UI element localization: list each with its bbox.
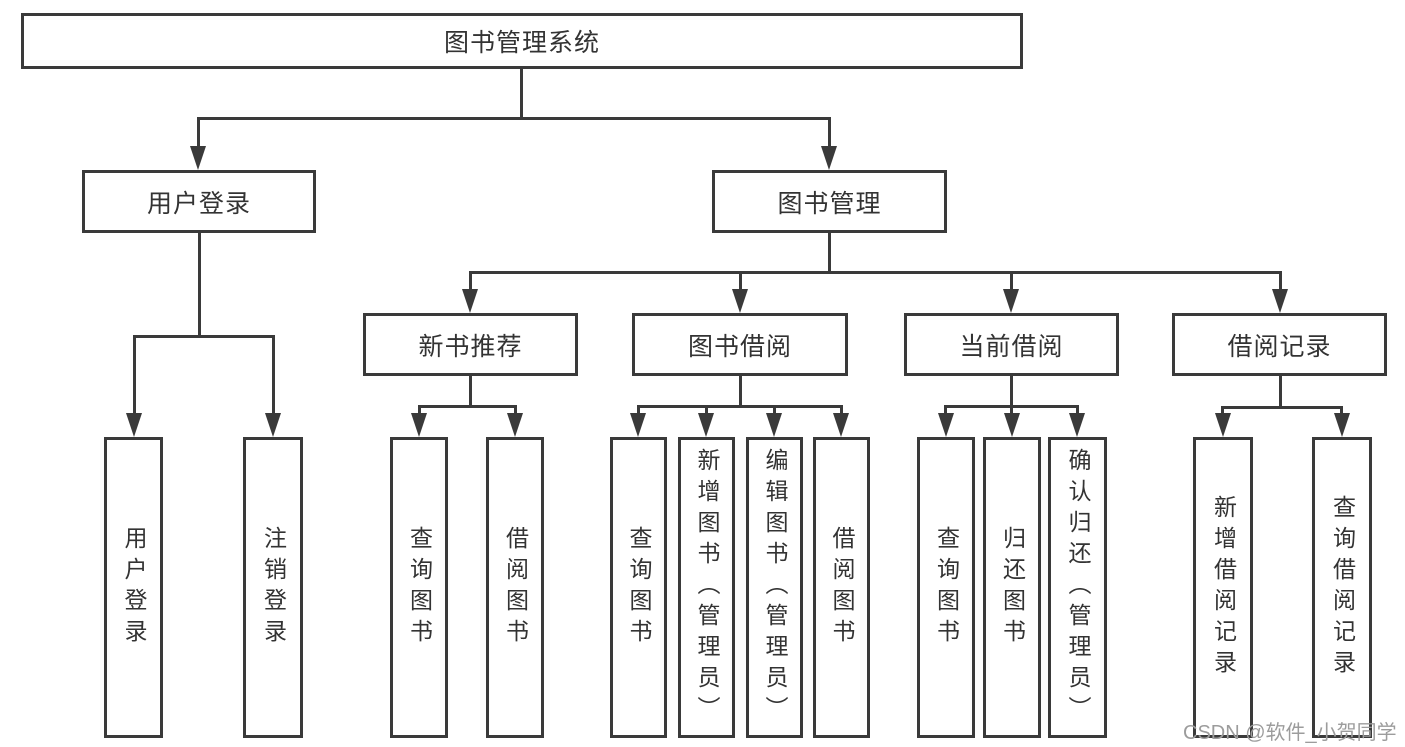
connector-book-mgmt-drop — [828, 117, 831, 148]
leaf-borrow-books-recommend: 借阅图书 — [486, 437, 544, 738]
arrow-down-icon — [126, 413, 142, 437]
connector-level3-drop — [1010, 271, 1013, 291]
arrow-down-icon — [732, 289, 748, 313]
connector-current-borrow-stem — [1010, 376, 1013, 407]
arrow-down-icon — [265, 413, 281, 437]
node-label: 新书推荐 — [418, 332, 523, 361]
connector-user-login-drop — [197, 117, 200, 148]
connector-level3-drop — [1279, 271, 1282, 291]
connector-leaf-drop — [1076, 405, 1079, 416]
node-label: 借阅图书 — [829, 525, 855, 650]
arrow-down-icon — [1003, 289, 1019, 313]
node-label: 图书管理 — [777, 189, 882, 218]
connector-level3-bar — [469, 271, 1282, 274]
connector-book-borrow-stem — [739, 376, 742, 407]
node-label: 查询图书 — [406, 525, 433, 650]
arrow-down-icon — [1069, 413, 1085, 437]
node-label: 注销登录 — [260, 525, 287, 650]
leaf-logout: 注销登录 — [243, 437, 303, 738]
node-label: 当前借阅 — [959, 332, 1064, 361]
connector-records-stem — [1279, 376, 1282, 408]
node-label: 查询借阅记录 — [1329, 494, 1356, 681]
node-library-system: 图书管理系统 — [21, 13, 1023, 69]
leaf-query-books-recommend: 查询图书 — [390, 437, 448, 738]
connector-leaf-drop — [1221, 406, 1224, 416]
arrow-down-icon — [1272, 289, 1288, 313]
node-label: 图书管理系统 — [443, 29, 600, 57]
arrow-down-icon — [1004, 413, 1020, 437]
leaf-confirm-return-admin: 确认归还（管理员） — [1048, 437, 1107, 738]
node-book-management: 图书管理 — [712, 170, 947, 233]
connector-leaf-drop — [840, 405, 843, 416]
arrow-down-icon — [190, 146, 206, 170]
node-label: 新增借阅记录 — [1210, 494, 1237, 681]
node-label: 图书借阅 — [687, 332, 792, 361]
connector-leaf-drop — [944, 405, 947, 416]
node-label: 用户登录 — [121, 525, 147, 650]
connector-root-stem — [520, 69, 523, 118]
node-current-borrowing: 当前借阅 — [904, 313, 1119, 376]
node-book-borrowing: 图书借阅 — [632, 313, 848, 376]
node-label: 用户登录 — [146, 189, 251, 218]
node-label: 借阅图书 — [502, 525, 529, 650]
connector-leaf-drop — [272, 335, 275, 415]
node-label: 确认归还（管理员） — [1065, 448, 1091, 727]
leaf-add-borrow-record: 新增借阅记录 — [1193, 437, 1253, 738]
arrow-down-icon — [462, 289, 478, 313]
arrow-down-icon — [833, 413, 849, 437]
connector-level3-drop — [739, 271, 742, 291]
connector-leaf-drop — [637, 405, 640, 416]
arrow-down-icon — [1334, 413, 1350, 437]
connector-leaf-drop — [1340, 406, 1343, 416]
leaf-add-books-admin: 新增图书（管理员） — [678, 437, 735, 738]
connector-leaf-drop — [1010, 405, 1013, 416]
connector-book-mgmt-stem — [828, 233, 831, 273]
connector-new-book-bar — [418, 405, 517, 408]
connector-book-borrow-bar — [638, 405, 843, 408]
leaf-user-login: 用户登录 — [104, 437, 163, 738]
node-label: 查询图书 — [626, 525, 652, 650]
node-label: 归还图书 — [999, 525, 1026, 650]
connector-leaf-drop — [418, 405, 421, 416]
arrow-down-icon — [1215, 413, 1231, 437]
connector-user-login-bar — [133, 335, 275, 338]
arrow-down-icon — [630, 413, 646, 437]
node-borrowing-records: 借阅记录 — [1172, 313, 1387, 376]
connector-level2-bar — [197, 117, 831, 120]
arrow-down-icon — [411, 413, 427, 437]
connector-leaf-drop — [705, 405, 708, 416]
node-label: 编辑图书（管理员） — [762, 448, 788, 727]
leaf-return-books: 归还图书 — [983, 437, 1041, 738]
node-user-login: 用户登录 — [82, 170, 316, 233]
node-label: 借阅记录 — [1227, 332, 1332, 361]
leaf-query-books-borrow: 查询图书 — [610, 437, 667, 738]
leaf-borrow-books: 借阅图书 — [813, 437, 870, 738]
node-new-book-recommend: 新书推荐 — [363, 313, 578, 376]
leaf-query-books-current: 查询图书 — [917, 437, 975, 738]
arrow-down-icon — [821, 146, 837, 170]
connector-leaf-drop — [514, 405, 517, 416]
arrow-down-icon — [507, 413, 523, 437]
connector-user-login-stem — [198, 233, 201, 336]
connector-level3-drop — [469, 271, 472, 291]
connector-leaf-drop — [133, 335, 136, 415]
arrow-down-icon — [938, 413, 954, 437]
watermark-text: CSDN @软件_小贺同学 — [1183, 722, 1397, 744]
arrow-down-icon — [698, 413, 714, 437]
connector-new-book-stem — [469, 376, 472, 407]
leaf-edit-books-admin: 编辑图书（管理员） — [746, 437, 803, 738]
arrow-down-icon — [766, 413, 782, 437]
leaf-query-borrow-record: 查询借阅记录 — [1312, 437, 1372, 738]
connector-records-bar — [1222, 406, 1343, 409]
node-label: 查询图书 — [933, 525, 960, 650]
connector-leaf-drop — [773, 405, 776, 416]
node-label: 新增图书（管理员） — [694, 448, 720, 727]
